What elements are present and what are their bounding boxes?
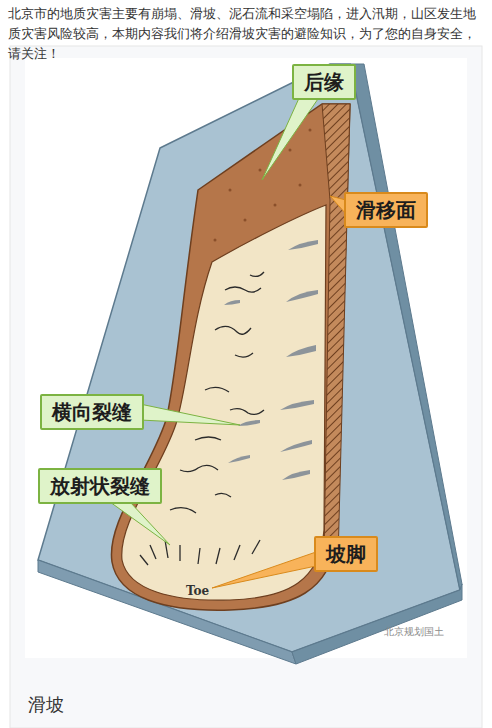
callout-box: 滑移面 (344, 192, 428, 228)
landslide-mass (111, 104, 350, 610)
slide-body (122, 205, 326, 600)
callout-box: 横向裂缝 (40, 394, 144, 430)
toe-label: Toe (186, 584, 209, 598)
callout-box: 坡脚 (314, 536, 378, 572)
figure-caption: 滑坡 (28, 694, 64, 716)
callout-label: 坡脚 (326, 542, 366, 566)
callout-label: 后缘 (304, 70, 344, 94)
card-panel (10, 46, 482, 728)
callout-label: 滑移面 (356, 198, 416, 222)
slope-slab (38, 64, 460, 652)
callout-label: 放射状裂缝 (50, 474, 150, 498)
cracks (140, 272, 264, 565)
watermark: 北京规划国土 (384, 626, 444, 638)
callout-box: 后缘 (292, 64, 356, 100)
intro-paragraph: 北京市的地质灾害主要有崩塌、滑坡、泥石流和采空塌陷，进入汛期，山区发生地质灾害风… (8, 4, 484, 64)
crack-slits (224, 240, 318, 480)
callout-pointer (140, 404, 240, 425)
callout-box: 放射状裂缝 (38, 468, 162, 504)
callout-pointer (110, 502, 170, 545)
figure-ground (25, 58, 467, 658)
slab-side (350, 64, 462, 590)
slip-surface-band (322, 104, 350, 560)
callout-pointer (262, 96, 320, 180)
slab-side (292, 584, 462, 664)
callout-pointer (212, 552, 316, 588)
callout-label: 横向裂缝 (52, 400, 132, 424)
